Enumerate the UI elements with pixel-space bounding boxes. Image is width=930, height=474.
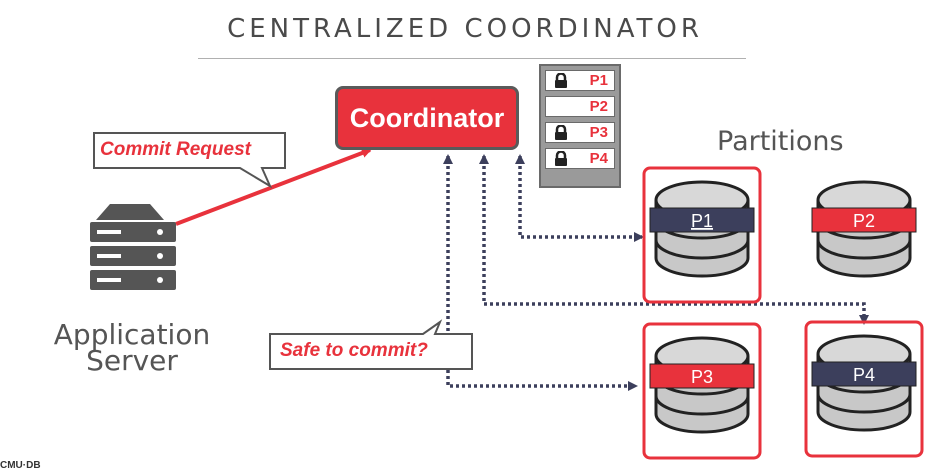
partition-frame-p4: [804, 320, 924, 458]
lock-row-p2: P2: [545, 96, 615, 117]
application-server-label: Application Server: [50, 318, 214, 377]
lock-row-label: P2: [589, 98, 608, 115]
lock-row-p3: P3: [545, 122, 615, 143]
partition-label-p3: P3: [691, 367, 713, 387]
app-server-line2: Server: [86, 344, 178, 377]
slide-title: CENTRALIZED COORDINATOR: [227, 14, 703, 44]
link-coordinator-p1: [518, 160, 644, 242]
partitions-heading: Partitions: [717, 126, 844, 157]
partition-frame-p3: [642, 322, 762, 460]
safe-to-commit-callout: [269, 319, 473, 370]
lock-row-p1: P1: [545, 70, 615, 91]
footer-logo: CMU·DB: [0, 460, 41, 471]
link-coordinator-p4: [482, 160, 869, 325]
partition-p1: P1: [649, 180, 755, 278]
commit-request-arrow: [175, 148, 372, 226]
server-icon: [90, 204, 176, 290]
title-rule: [198, 58, 746, 59]
partition-p4: P4: [811, 334, 917, 432]
safe-to-commit-text: Safe to commit?: [280, 340, 428, 361]
partition-label-p2: P2: [853, 211, 875, 231]
lock-row-label: P1: [589, 72, 608, 89]
lock-table: P1 P2 P3 P4: [539, 64, 621, 188]
partition-p3: P3: [649, 336, 755, 434]
lock-row-label: P4: [589, 150, 608, 167]
coordinator-box: Coordinator: [335, 86, 519, 150]
lock-icon: [555, 125, 567, 140]
lock-row-label: P3: [589, 124, 608, 141]
commit-request-callout: [93, 132, 286, 189]
partition-p2: P2: [811, 180, 917, 278]
commit-request-text: Commit Request: [100, 139, 251, 160]
lock-row-p4: P4: [545, 148, 615, 169]
lock-icon: [555, 73, 567, 88]
partition-label-p1: P1: [691, 211, 713, 231]
link-coordinator-p3: [446, 160, 638, 391]
lock-icon: [555, 151, 567, 166]
app-server-line1: Application: [53, 318, 211, 351]
partition-label-p4: P4: [853, 365, 875, 385]
coordinator-label: Coordinator: [349, 102, 505, 133]
partition-frame-p1: [642, 166, 762, 304]
